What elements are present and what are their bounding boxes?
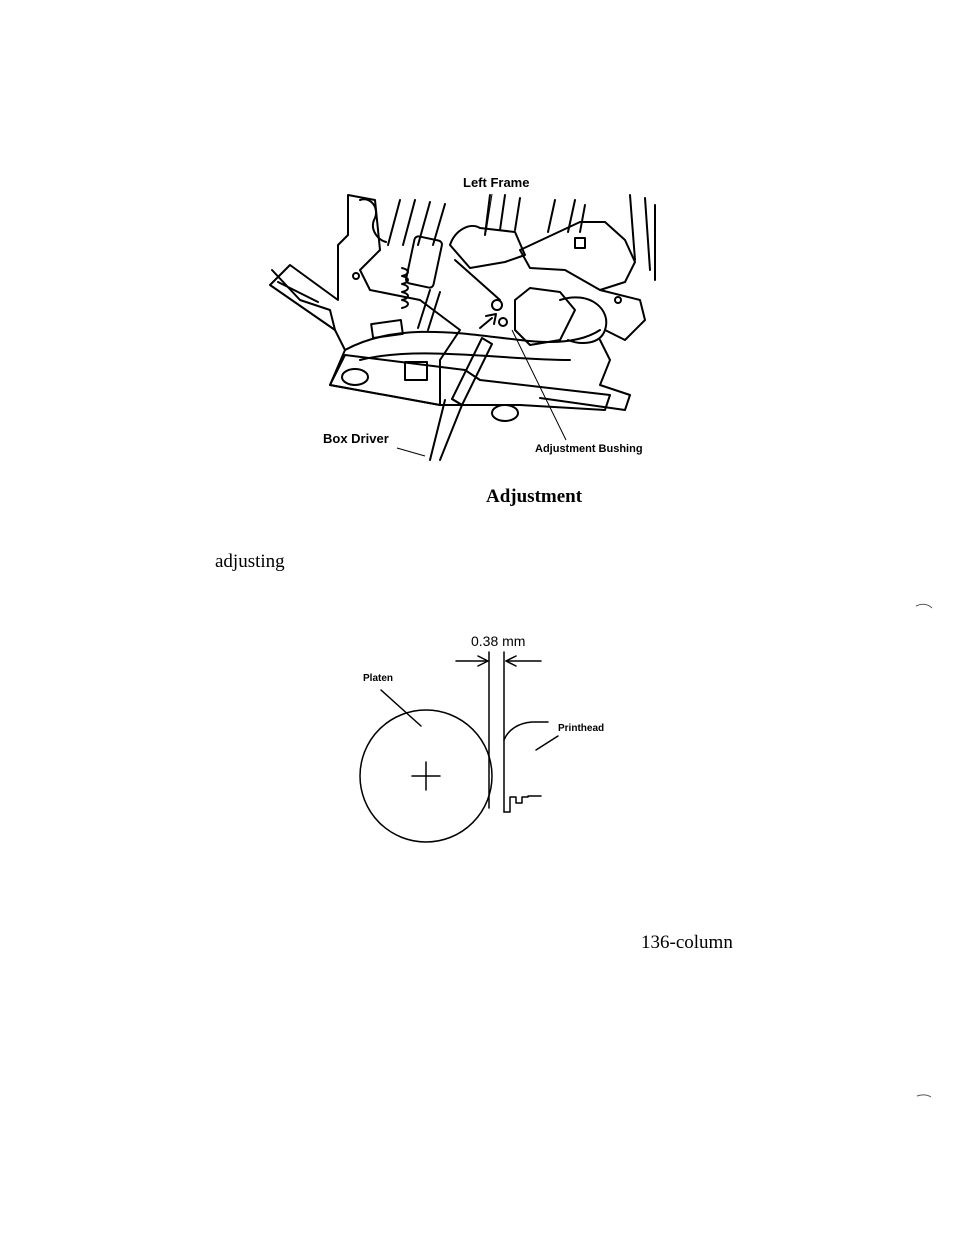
section-heading: Adjustment	[486, 486, 583, 507]
adjustment-bushing-label: Adjustment Bushing	[535, 443, 643, 455]
mechanism-drawing	[269, 193, 656, 461]
platen-circle	[359, 709, 493, 843]
platen-label: Platen	[363, 673, 394, 684]
gap-dimension-label: 0.38 mm	[471, 633, 526, 649]
platen-center-cross	[411, 761, 441, 791]
body-text-fragment-adjusting: adjusting	[215, 551, 285, 572]
box-driver-label: Box Driver	[323, 431, 389, 446]
printhead-label: Printhead	[558, 723, 605, 734]
figure-mechanism: Left Frame Box Driver Adjustment Bushing	[0, 0, 954, 470]
body-text-fragment-136-column: 136-column	[641, 932, 733, 953]
left-frame-label: Left Frame	[463, 175, 530, 190]
